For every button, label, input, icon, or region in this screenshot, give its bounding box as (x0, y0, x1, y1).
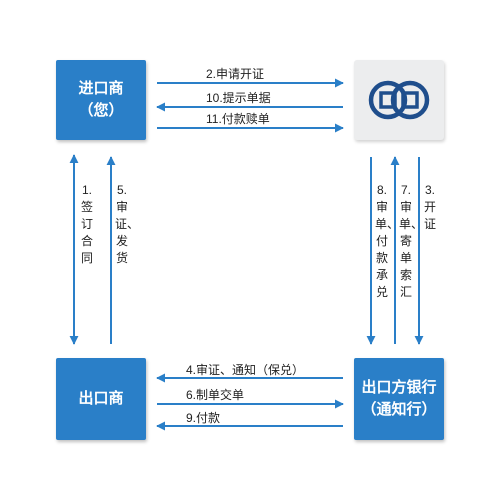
bank-logo-icon (368, 80, 430, 120)
label-7: 7.审单、寄单索汇 (399, 183, 424, 299)
label-2: 2.申请开证 (206, 67, 265, 81)
advising-bank-box: 出口方银行 （通知行） (354, 358, 444, 440)
exporter-box: 出口商 (56, 358, 146, 440)
label-4: 4.审证、通知（保兑） (186, 363, 305, 377)
label-6: 6.制单交单 (186, 388, 245, 402)
label-3: 3.开证 (423, 183, 436, 231)
issuing-bank-box (354, 60, 444, 140)
advising-bank-sublabel: （通知行） (361, 401, 437, 418)
label-11: 11.付款赎单 (206, 112, 270, 126)
importer-label: 进口商 (78, 80, 124, 97)
label-8: 8.审单、付款承兑 (375, 183, 400, 299)
label-10: 10.提示单据 (206, 91, 271, 105)
importer-box: 进口商 （您） (56, 60, 146, 140)
importer-sublabel: （您） (78, 102, 124, 119)
label-1: 1.签订合同 (80, 183, 93, 265)
label-5: 5.审证、发货 (115, 183, 140, 265)
label-9: 9.付款 (186, 411, 221, 425)
advising-bank-label: 出口方银行 (361, 379, 437, 396)
exporter-label: 出口商 (78, 390, 124, 407)
